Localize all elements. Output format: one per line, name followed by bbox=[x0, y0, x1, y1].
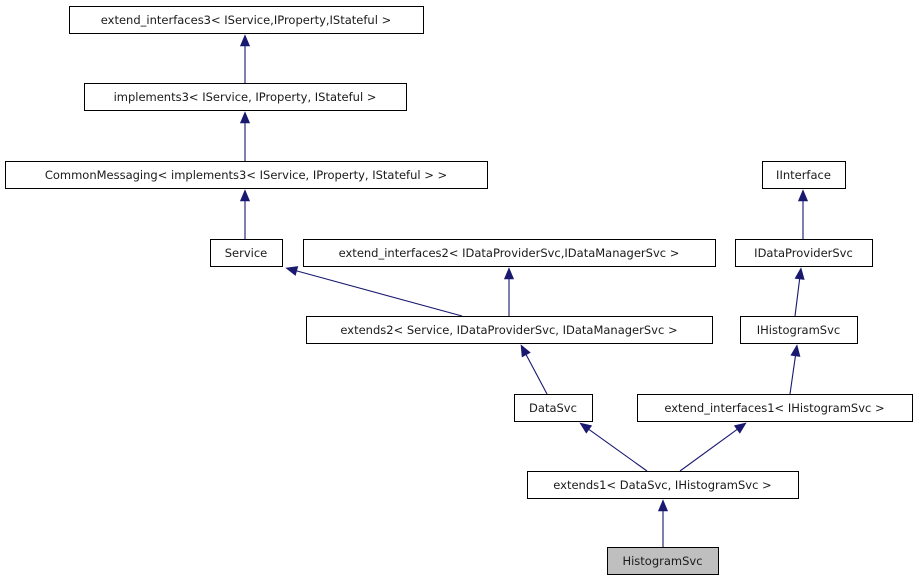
arrow-head bbox=[239, 189, 251, 202]
arrow-head bbox=[503, 267, 515, 280]
class-label: extend_interfaces2< IDataProviderSvc,IDa… bbox=[339, 246, 680, 260]
class-node-extend_interfaces1[interactable]: extend_interfaces1< IHistogramSvc > bbox=[637, 394, 913, 422]
inheritance-arrow bbox=[503, 267, 515, 316]
inheritance-arrow bbox=[789, 344, 801, 395]
class-box[interactable] bbox=[210, 239, 283, 267]
class-label: extends1< DataSvc, IHistogramSvc > bbox=[553, 478, 771, 492]
arrow-shaft bbox=[525, 354, 548, 395]
arrow-head bbox=[794, 267, 805, 280]
inheritance-arrow bbox=[239, 34, 251, 83]
class-node-service[interactable]: Service bbox=[210, 239, 283, 267]
class-label: extends2< Service, IDataProviderSvc, IDa… bbox=[340, 323, 677, 337]
class-box[interactable] bbox=[306, 316, 713, 344]
edges-layer bbox=[239, 34, 809, 547]
inheritance-arrow bbox=[239, 111, 251, 161]
arrow-head bbox=[733, 422, 747, 434]
class-node-common_messaging[interactable]: CommonMessaging< implements3< IService, … bbox=[5, 161, 488, 189]
class-box[interactable] bbox=[303, 239, 716, 267]
class-node-implements3[interactable]: implements3< IService, IProperty, IState… bbox=[84, 83, 407, 111]
class-label: implements3< IService, IProperty, IState… bbox=[114, 90, 377, 104]
class-label: IHistogramSvc bbox=[757, 323, 840, 337]
class-box[interactable] bbox=[607, 547, 719, 575]
arrow-shaft bbox=[588, 428, 648, 472]
class-label: Service bbox=[225, 246, 268, 260]
class-box[interactable] bbox=[735, 239, 873, 267]
class-label: IInterface bbox=[776, 168, 831, 182]
class-box[interactable] bbox=[84, 83, 407, 111]
class-box[interactable] bbox=[5, 161, 488, 189]
inheritance-arrow bbox=[794, 267, 805, 317]
class-label: CommonMessaging< implements3< IService, … bbox=[45, 168, 447, 182]
arrow-head bbox=[239, 34, 251, 47]
inheritance-arrow bbox=[285, 266, 463, 317]
class-node-extends1[interactable]: extends1< DataSvc, IHistogramSvc > bbox=[527, 471, 799, 499]
arrow-shaft bbox=[679, 429, 738, 472]
class-label: extend_interfaces1< IHistogramSvc > bbox=[664, 401, 884, 415]
arrow-head bbox=[797, 189, 809, 202]
arrow-head bbox=[239, 111, 251, 124]
class-label: IDataProviderSvc bbox=[754, 246, 853, 260]
class-node-histogramsvc[interactable]: HistogramSvc bbox=[607, 547, 719, 575]
class-node-ihistogramsvc[interactable]: IHistogramSvc bbox=[740, 316, 858, 344]
class-label: extend_interfaces3< IService,IProperty,I… bbox=[101, 13, 391, 27]
class-label: HistogramSvc bbox=[622, 554, 702, 568]
inheritance-arrow bbox=[657, 499, 669, 547]
arrow-shaft bbox=[789, 355, 796, 395]
inheritance-arrow bbox=[239, 189, 251, 239]
class-node-extends2[interactable]: extends2< Service, IDataProviderSvc, IDa… bbox=[306, 316, 713, 344]
class-node-extend_interfaces3[interactable]: extend_interfaces3< IService,IProperty,I… bbox=[69, 6, 424, 34]
arrow-head bbox=[520, 344, 531, 358]
arrow-head bbox=[657, 499, 669, 512]
inheritance-arrow bbox=[520, 344, 548, 395]
class-label: DataSvc bbox=[529, 401, 577, 415]
arrow-shaft bbox=[296, 270, 463, 317]
inheritance-arrow bbox=[579, 422, 648, 472]
class-node-idataprovidersvc[interactable]: IDataProviderSvc bbox=[735, 239, 873, 267]
inheritance-arrow bbox=[679, 422, 747, 472]
arrow-shaft bbox=[794, 278, 801, 317]
class-node-extend_interfaces2[interactable]: extend_interfaces2< IDataProviderSvc,IDa… bbox=[303, 239, 716, 267]
class-box[interactable] bbox=[637, 394, 913, 422]
class-node-iinterface[interactable]: IInterface bbox=[762, 161, 846, 189]
class-box[interactable] bbox=[514, 394, 593, 422]
class-box[interactable] bbox=[527, 471, 799, 499]
class-node-datasvc[interactable]: DataSvc bbox=[514, 394, 593, 422]
class-box[interactable] bbox=[762, 161, 846, 189]
nodes-layer: extend_interfaces3< IService,IProperty,I… bbox=[5, 6, 913, 575]
arrow-head bbox=[790, 344, 801, 357]
arrow-head bbox=[579, 422, 593, 434]
arrow-head bbox=[285, 266, 299, 276]
inheritance-arrow bbox=[797, 189, 809, 239]
class-box[interactable] bbox=[740, 316, 858, 344]
class-box[interactable] bbox=[69, 6, 424, 34]
